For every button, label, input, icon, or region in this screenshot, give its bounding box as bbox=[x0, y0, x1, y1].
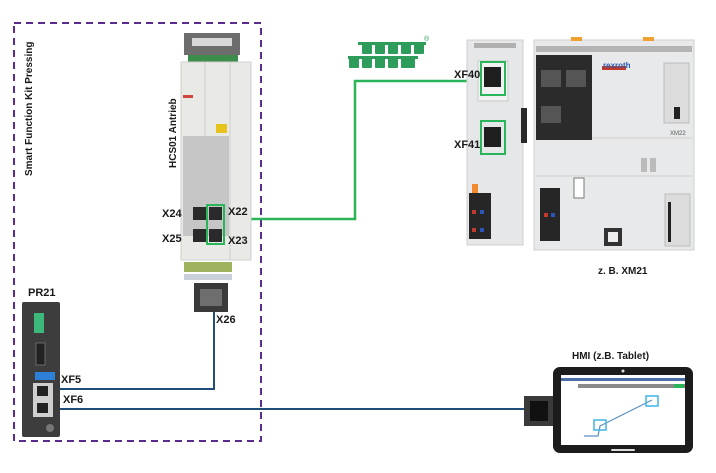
profinet-registered-mark: ® bbox=[424, 36, 430, 43]
pr21-device bbox=[22, 302, 60, 437]
kit-label: Smart Function Kit Pressing bbox=[24, 41, 35, 176]
hmi-label: HMI (z.B. Tablet) bbox=[572, 351, 650, 362]
pr21-label: PR21 bbox=[28, 287, 56, 299]
port-label-xf5: XF5 bbox=[61, 374, 82, 386]
profinet-logo bbox=[348, 42, 426, 68]
kit-boundary bbox=[13, 22, 262, 442]
port-label-x23: X23 bbox=[228, 235, 248, 247]
port-label-xf40: XF40 bbox=[454, 69, 481, 81]
drive-name-label: HCS01 Antrieb bbox=[168, 98, 179, 168]
port-label-xf41: XF41 bbox=[454, 139, 481, 151]
hmi-tablet-device bbox=[524, 367, 693, 453]
port-label-xf6: XF6 bbox=[63, 394, 84, 406]
module-label-xm22: XM22 bbox=[670, 131, 686, 137]
controller-xm21-device bbox=[466, 37, 695, 251]
controller-caption: z. B. XM21 bbox=[598, 266, 648, 277]
port-label-x26: X26 bbox=[216, 314, 236, 326]
rexroth-brand-label: rexroth bbox=[603, 61, 631, 70]
hcs01-drive-device bbox=[180, 33, 252, 312]
port-label-x24: X24 bbox=[162, 208, 182, 220]
ethernet-x26-xf5-line bbox=[45, 312, 215, 390]
profinet-connection-line bbox=[222, 79, 488, 221]
port-label-x22: X22 bbox=[228, 206, 248, 218]
port-label-x25: X25 bbox=[162, 233, 182, 245]
